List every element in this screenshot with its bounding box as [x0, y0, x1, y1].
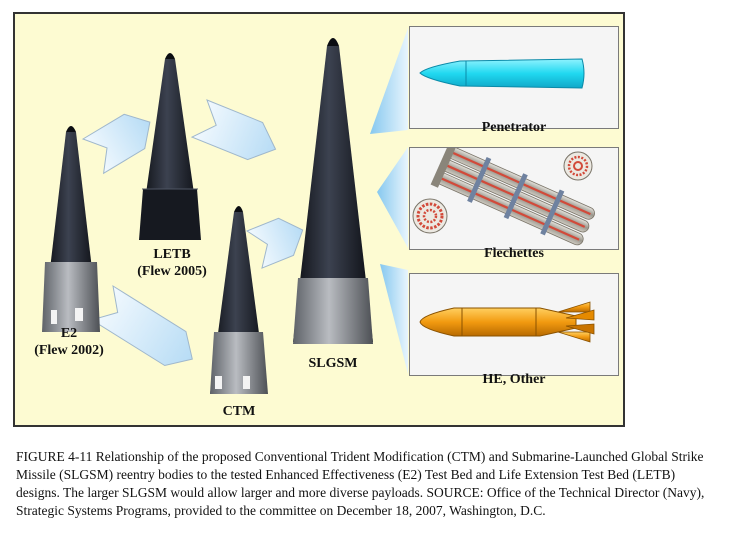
arrow-letb-to-slgsm — [190, 99, 277, 161]
flechettes-image — [412, 148, 595, 246]
flechette-rod-bundle — [430, 148, 595, 246]
arrow-e2-to-ctm — [90, 284, 193, 367]
figure-panel: E2 (Flew 2002) LETB (Flew 2005) CTM SLGS… — [13, 12, 625, 427]
he-bomb-image — [419, 301, 595, 343]
flechette-cross-section-right — [563, 151, 593, 181]
beam-flechettes — [377, 147, 408, 248]
figure-caption: FIGURE 4-11 Relationship of the proposed… — [16, 449, 705, 518]
penetrator-image — [419, 58, 585, 89]
letb-label: LETB (Flew 2005) — [127, 246, 217, 280]
letb-flight-note: (Flew 2005) — [137, 264, 207, 279]
penetrator-panel — [409, 26, 619, 129]
ctm-label: CTM — [222, 404, 256, 419]
flechette-cross-section-left — [412, 198, 448, 234]
e2-reentry-body — [42, 126, 100, 332]
beam-he-other — [380, 264, 408, 374]
he-other-panel — [409, 273, 619, 376]
e2-name: E2 — [60, 326, 78, 341]
arrow-e2-to-letb — [81, 113, 151, 175]
arrow-ctm-to-slgsm — [245, 217, 304, 269]
flechettes-label: Flechettes — [484, 246, 544, 261]
reentry-body-diagram — [42, 28, 408, 394]
letb-reentry-body — [139, 53, 201, 240]
he-other-label: HE, Other — [482, 372, 546, 387]
slgsm-reentry-body — [293, 38, 373, 344]
penetrator-label: Penetrator — [481, 120, 547, 135]
slgsm-label: SLGSM — [308, 356, 358, 371]
flechettes-panel — [409, 147, 619, 250]
beam-penetrator — [370, 28, 408, 134]
e2-flight-note: (Flew 2002) — [34, 343, 104, 358]
ctm-reentry-body — [210, 206, 268, 394]
e2-label: E2 (Flew 2002) — [29, 325, 109, 359]
letb-name: LETB — [153, 247, 191, 262]
